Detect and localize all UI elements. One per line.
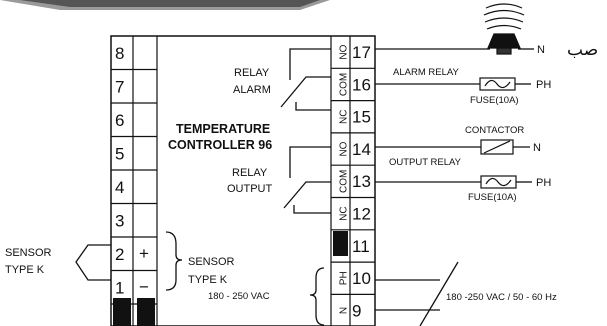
controller-title-line1: TEMPERATURE [176,122,270,136]
right-terminal-tag: NC [339,110,350,124]
right-terminal-number: 16 [352,75,371,94]
output-ph-label: PH [536,177,551,189]
right-terminal-number: 12 [352,205,371,224]
relay-alarm-label-line1: RELAY [234,67,270,79]
left-terminal-strip [132,36,158,326]
left-terminal-number: 3 [115,212,124,231]
output-relay-label: OUTPUT RELAY [389,157,462,168]
thermocouple-wiring [75,244,111,281]
fuse-label-output: FUSE(10A) [468,192,517,203]
fuse-icon-alarm [479,77,516,91]
supply-inner-label: 180 - 250 VAC [208,291,270,302]
persian-fragment: صب [567,40,598,59]
right-terminal-tag: NO [339,44,350,59]
right-terminal-tag: COM [339,73,350,96]
sensor-outer-label-line2: TYPE K [5,264,45,276]
right-terminal-tag: PH [339,271,350,285]
right-terminal-number: 11 [352,237,370,256]
left-terminal-polarity: + [139,244,149,263]
supply-outer-label: 180 -250 VAC / 50 - 60 Hz [446,292,557,303]
relay-output-label-line1: RELAY [232,167,268,179]
right-terminal-number: 10 [352,269,371,288]
alarm-ph-label: PH [536,79,551,91]
alarm-n-label: N [537,44,545,56]
relay-alarm-switch [280,48,331,111]
contactor-coil-icon [480,139,514,155]
fuse-label-alarm: FUSE(10A) [470,95,519,106]
left-terminal-number: 2 [115,245,124,264]
fuse-icon-output [480,175,517,189]
left-bottom-block-a [113,298,131,326]
sensor-inner-label-line1: SENSOR [188,256,235,268]
right-terminal-tag: NC [339,206,350,220]
right-terminal-number: 15 [352,108,371,127]
alarm-relay-label: ALARM RELAY [393,67,459,78]
left-terminal-number: 5 [115,145,124,164]
controller-title-line2: CONTROLLER 96 [168,138,272,152]
sensor-brace [165,231,183,291]
contactor-n-label: N [533,142,541,154]
relay-output-label-line2: OUTPUT [227,183,273,195]
left-terminal-rows: 8 7 6 5 4 3 2 +1− [111,44,157,305]
right-terminal-tag: COM [339,170,350,193]
left-terminal-number: 7 [115,78,124,97]
device-photo-strip [0,0,330,10]
sensor-outer-label-line1: SENSOR [5,247,52,259]
left-bottom-block-b [137,298,155,326]
left-terminal-polarity: − [139,278,149,297]
left-terminal-number: 8 [115,44,124,63]
left-terminal-number: 4 [115,178,124,197]
contactor-label: CONTACTOR [465,125,524,136]
right-terminal-tag: N [339,307,350,314]
relay-alarm-label-line2: ALARM [233,84,271,96]
supply-wiring [375,261,459,326]
right-terminal-number: 17 [352,43,371,62]
relay-output-switch [283,146,331,214]
right-terminal-number: 14 [352,140,371,159]
right-terminal-number: 13 [352,172,371,191]
right-terminal-number: 9 [352,301,361,320]
right-terminal-tag: NO [339,141,350,156]
right-terminal-strip [330,36,351,326]
left-terminal-number: 6 [115,111,124,130]
sensor-inner-label-line2: TYPE K [188,274,228,286]
siren-icon [483,3,525,55]
left-terminal-number: 1 [115,279,124,298]
controller-housing [110,35,376,326]
supply-brace [309,267,325,326]
terminal-11-block [333,231,348,256]
